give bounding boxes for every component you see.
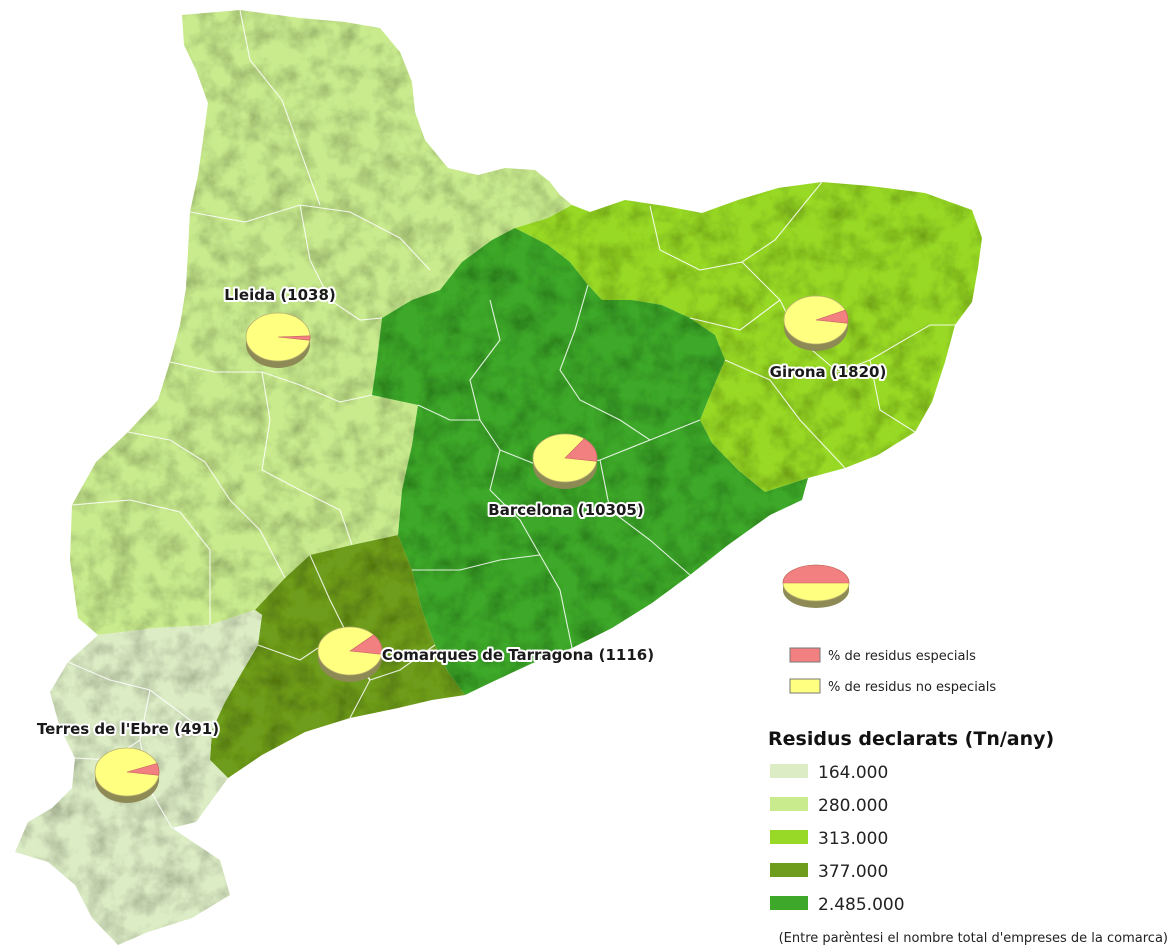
- label-terres-ebre: Terres de l'Ebre (491): [37, 720, 219, 738]
- legend-value-164000: 164.000: [818, 763, 888, 783]
- label-girona: Girona (1820): [770, 363, 887, 381]
- legend-swatch-377000: [770, 863, 808, 877]
- pies-layer: [94, 295, 849, 803]
- legend-swatch-164000: [770, 764, 808, 778]
- region-girona[interactable]: [515, 182, 982, 492]
- legend-swatch-2485000: [770, 896, 808, 910]
- comarca-boundaries: [67, 9, 955, 829]
- legend-value-2485000: 2.485.000: [818, 895, 905, 915]
- legend-title: Residus declarats (Tn/any): [768, 728, 1054, 750]
- legend-note: (Entre parèntesi el nombre total d'empre…: [779, 931, 1168, 946]
- pie-lleida-slice-especials: [277, 335, 311, 341]
- legend-pie-slice-especials: [782, 564, 850, 584]
- legend-swatch-280000: [770, 797, 808, 811]
- label-lleida: Lleida (1038): [224, 286, 336, 304]
- label-barcelona: Barcelona (10305): [488, 501, 643, 519]
- pie-ebre: [94, 747, 160, 803]
- legend-swatch-no-especials: [789, 678, 821, 694]
- pie-tarragona-slice-especials: [349, 634, 383, 655]
- pie-lleida: [245, 312, 311, 368]
- pie-ebre-slice-especials: [126, 763, 160, 776]
- legend-label-especials: % de residus especials: [828, 649, 976, 664]
- pie-barcelona: [532, 433, 598, 489]
- pie-barcelona-slice-especials: [564, 438, 598, 462]
- legend-value-280000: 280.000: [818, 796, 888, 816]
- legend-value-377000: 377.000: [818, 862, 888, 882]
- legend-swatch-313000: [770, 830, 808, 844]
- legend: % de residus especials % de residus no e…: [768, 564, 1168, 946]
- legend-pie: [782, 564, 850, 608]
- legend-label-no-especials: % de residus no especials: [828, 680, 996, 695]
- legend-swatch-especials: [789, 647, 821, 663]
- legend-value-313000: 313.000: [818, 829, 888, 849]
- label-tarragona: Comarques de Tarragona (1116): [382, 646, 654, 664]
- pie-girona: [783, 295, 849, 351]
- pie-tarragona: [317, 626, 383, 682]
- region-lleida[interactable]: [70, 10, 572, 635]
- pie-girona-slice-especials: [815, 309, 849, 324]
- legend-sample-pie: [782, 564, 850, 608]
